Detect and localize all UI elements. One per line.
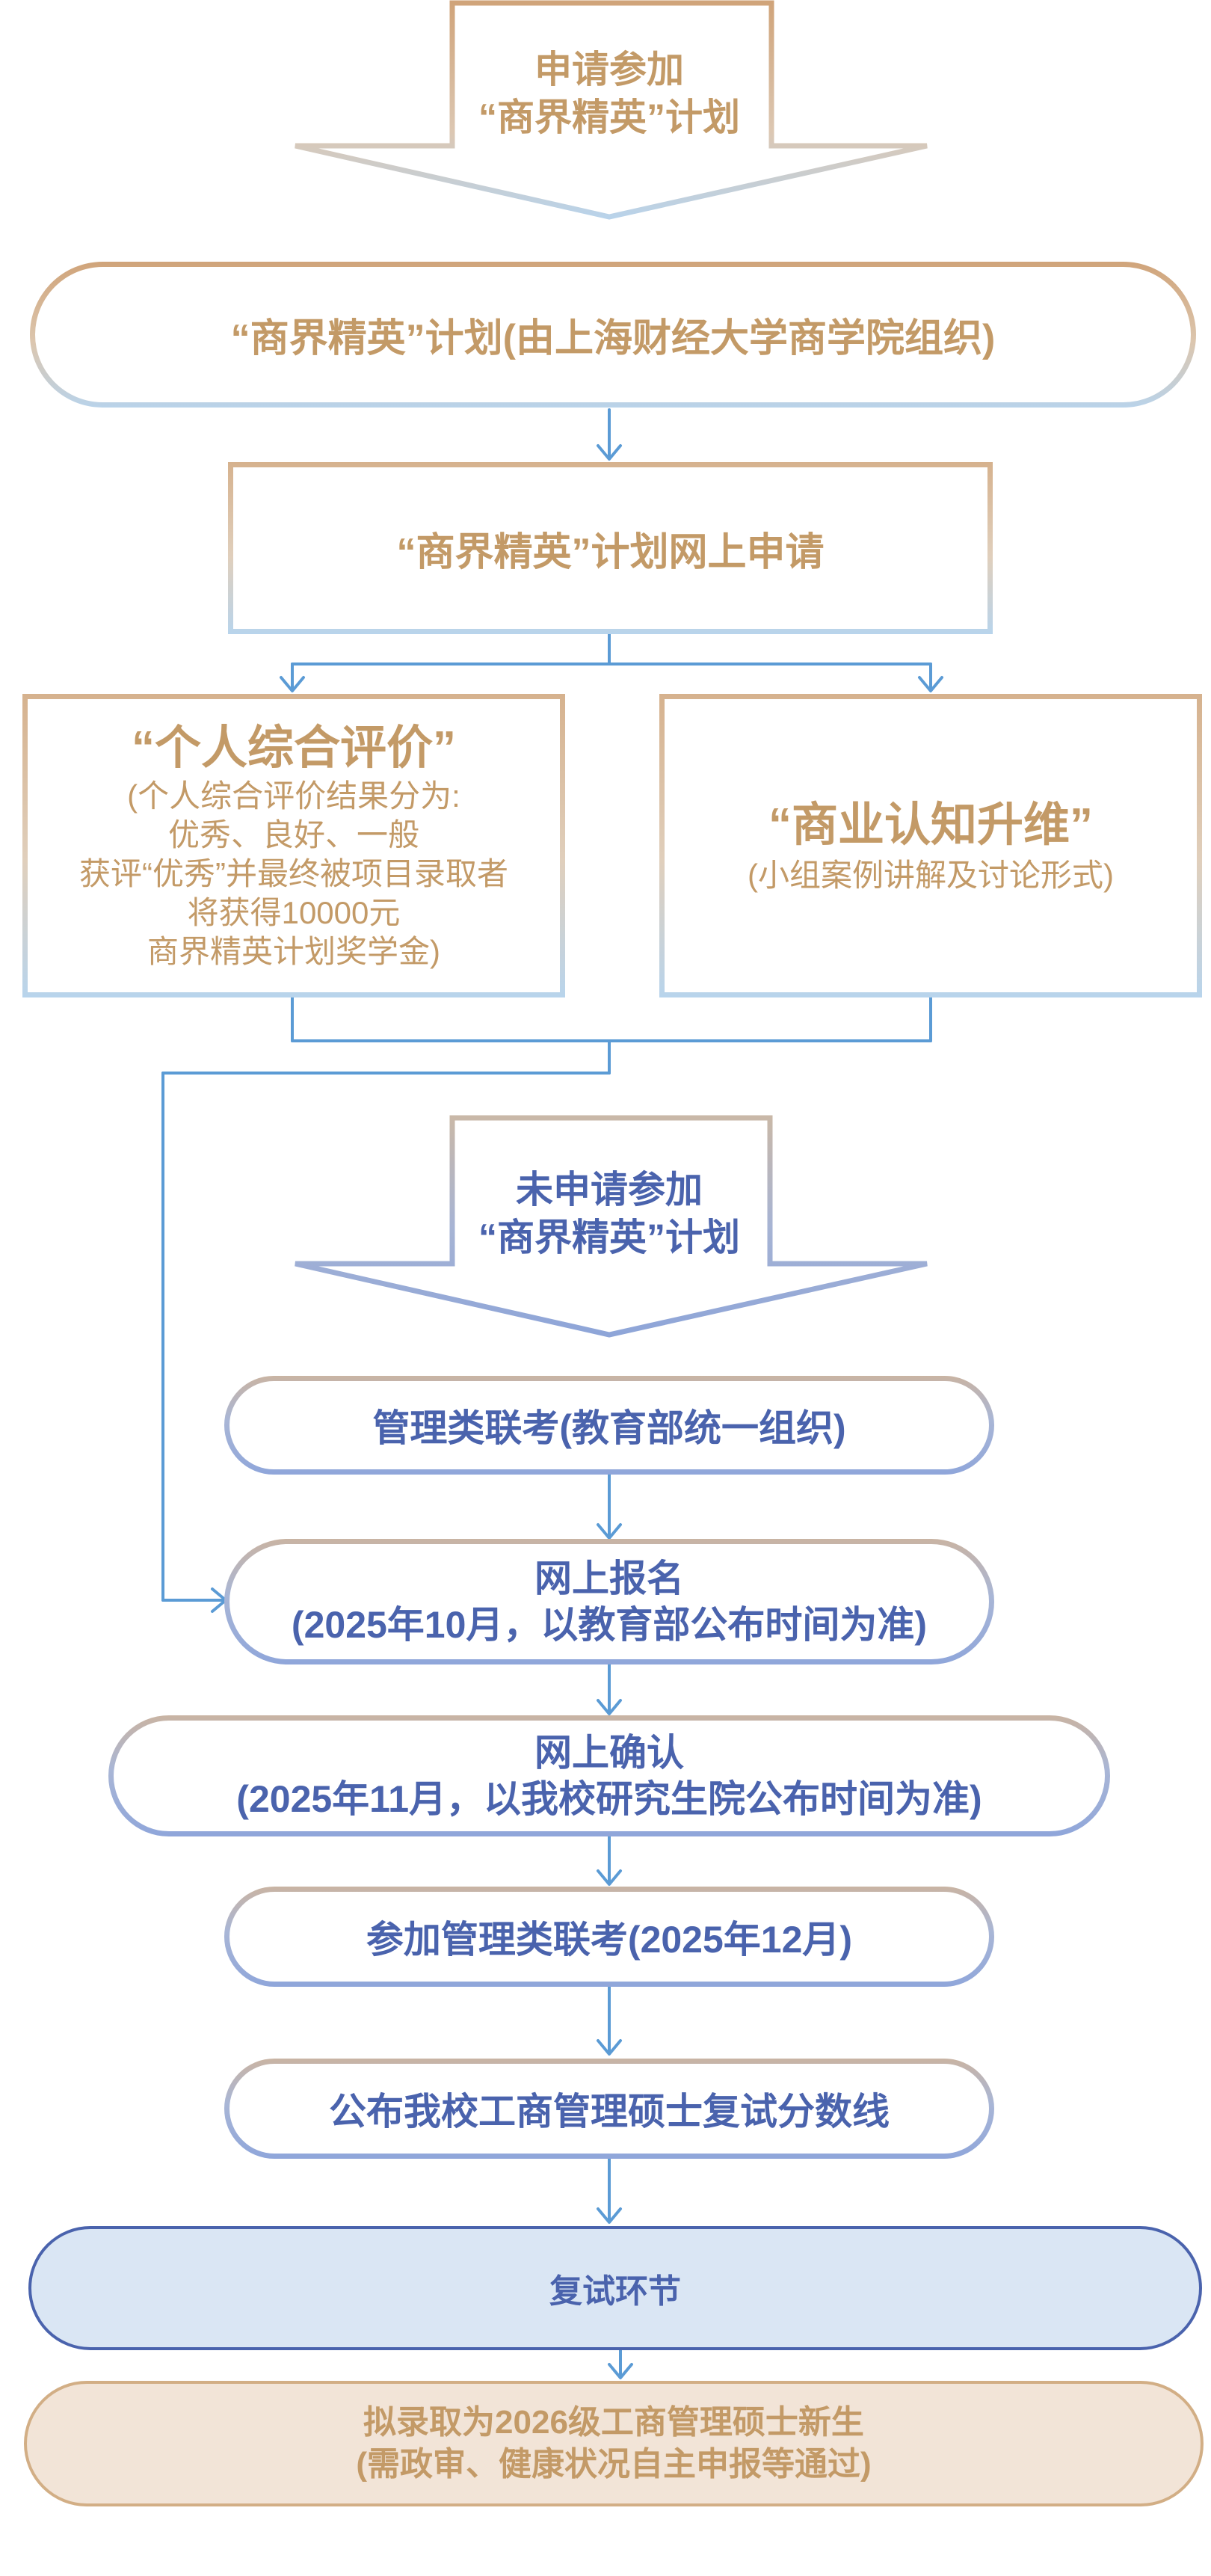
personal-eval-line: 将获得10000元 xyxy=(187,895,401,930)
step-box: 网上报名 (2025年10月，以教育部公布时间为准) xyxy=(224,1539,994,1664)
personal-eval-line: 优秀、良好、一般 xyxy=(167,817,419,852)
top-arrow-label: 申请参加 “商界精英”计划 xyxy=(419,37,800,150)
online-apply-box: “商界精英”计划网上申请 xyxy=(228,462,993,634)
mid-arrow-line2: “商界精英”计划 xyxy=(478,1217,740,1258)
admission-box: 拟录取为2026级工商管理硕士新生 (需政审、健康状况自主申报等通过) xyxy=(24,2381,1204,2506)
business-cognition-title: “商业认知升维” xyxy=(768,799,1093,851)
step-text: 参加管理类联考(2025年12月) xyxy=(366,1919,853,1961)
step-text: 管理类联考(教育部统一组织) xyxy=(372,1407,846,1449)
step-line2: (2025年11月，以我校研究生院公布时间为准) xyxy=(236,1778,982,1820)
step-line1: 网上确认 xyxy=(534,1732,684,1774)
personal-eval-line: 获评“优秀”并最终被项目录取者 xyxy=(79,856,508,891)
business-cognition-box: “商业认知升维” (小组案例讲解及讨论形式) xyxy=(659,694,1202,997)
step-box: 公布我校工商管理硕士复试分数线 xyxy=(224,2059,994,2159)
mid-arrow-line1: 未申请参加 xyxy=(516,1169,703,1211)
personal-eval-box: “个人综合评价” (个人综合评价结果分为: 优秀、良好、一般 获评“优秀”并最终… xyxy=(22,694,565,997)
step-line1: 网上报名 xyxy=(534,1558,684,1599)
mid-arrow-label: 未申请参加 “商界精英”计划 xyxy=(419,1158,800,1270)
online-apply-text: “商界精英”计划网上申请 xyxy=(396,530,825,574)
step-box: 管理类联考(教育部统一组织) xyxy=(224,1376,994,1475)
top-arrow-shape xyxy=(295,0,928,220)
org-box-text: “商界精英”计划(由上海财经大学商学院组织) xyxy=(230,317,996,360)
mid-arrow-shape xyxy=(295,1115,928,1338)
step-line2: (2025年10月，以教育部公布时间为准) xyxy=(291,1604,928,1646)
personal-eval-line: (个人综合评价结果分为: xyxy=(127,778,460,814)
top-arrow-line2: “商界精英”计划 xyxy=(478,96,740,138)
personal-eval-line: 商界精英计划奖学金) xyxy=(147,934,440,969)
business-cognition-subtitle: (小组案例讲解及讨论形式) xyxy=(748,858,1114,893)
personal-eval-title: “个人综合评价” xyxy=(131,722,456,774)
admission-line1: 拟录取为2026级工商管理硕士新生 xyxy=(363,2404,864,2441)
step-box: 参加管理类联考(2025年12月) xyxy=(224,1887,994,1987)
retest-box: 复试环节 xyxy=(28,2226,1202,2350)
org-box: “商界精英”计划(由上海财经大学商学院组织) xyxy=(30,262,1196,408)
top-arrow-line1: 申请参加 xyxy=(534,49,684,90)
step-box: 网上确认 (2025年11月，以我校研究生院公布时间为准) xyxy=(108,1715,1110,1836)
step-text: 公布我校工商管理硕士复试分数线 xyxy=(329,2091,890,2133)
retest-text: 复试环节 xyxy=(549,2273,681,2310)
admission-line2: (需政审、健康状况自主申报等通过) xyxy=(356,2446,872,2483)
